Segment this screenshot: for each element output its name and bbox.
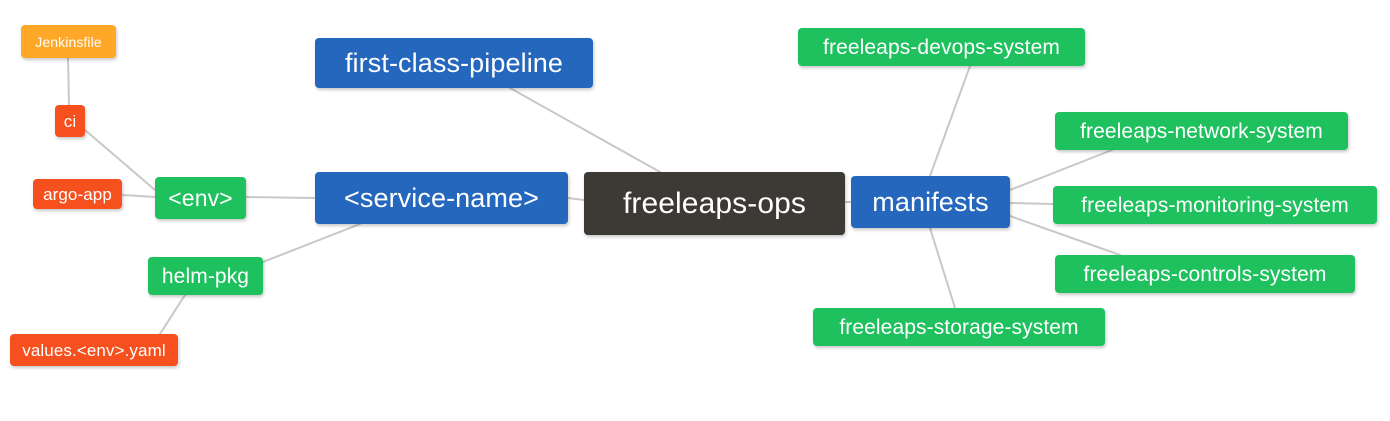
node-manifests[interactable]: manifests xyxy=(851,176,1010,228)
edge-manifests-to-freeleaps-monitoring-system xyxy=(1009,202,1054,205)
edge-service-name-to-freeleaps-ops xyxy=(567,197,585,201)
node-env[interactable]: <env> xyxy=(155,177,246,219)
node-label: freeleaps-ops xyxy=(622,186,807,220)
edge-manifests-to-freeleaps-controls-system xyxy=(1009,215,1121,256)
node-freeleaps-storage-system[interactable]: freeleaps-storage-system xyxy=(813,308,1105,346)
node-label: <service-name> xyxy=(344,182,539,213)
node-freeleaps-network-system[interactable]: freeleaps-network-system xyxy=(1055,112,1348,150)
edge-helm-pkg-to-service-name xyxy=(262,223,361,263)
node-label: ci xyxy=(63,111,77,131)
node-label: freeleaps-storage-system xyxy=(839,315,1079,339)
node-label: Jenkinsfile xyxy=(35,33,102,50)
edge-manifests-to-freeleaps-devops-system xyxy=(929,65,971,177)
node-label: <env> xyxy=(168,184,233,211)
node-service-name[interactable]: <service-name> xyxy=(315,172,568,224)
node-first-class-pipeline[interactable]: first-class-pipeline xyxy=(315,38,593,88)
node-label: freeleaps-devops-system xyxy=(823,35,1060,59)
edge-argo-app-to-env xyxy=(121,194,156,198)
edge-manifests-to-freeleaps-network-system xyxy=(1009,149,1113,191)
node-label: manifests xyxy=(872,186,989,217)
node-label: helm-pkg xyxy=(161,264,250,288)
node-label: argo-app xyxy=(43,184,112,204)
node-label: freeleaps-network-system xyxy=(1080,119,1323,143)
node-freeleaps-controls-system[interactable]: freeleaps-controls-system xyxy=(1055,255,1355,293)
node-jenkinsfile[interactable]: Jenkinsfile xyxy=(21,25,116,58)
edge-jenkinsfile-to-ci xyxy=(67,57,70,106)
node-label: values.<env>.yaml xyxy=(22,340,166,360)
node-freeleaps-devops-system[interactable]: freeleaps-devops-system xyxy=(798,28,1085,66)
edge-env-to-service-name xyxy=(245,196,316,199)
node-freeleaps-monitoring-system[interactable]: freeleaps-monitoring-system xyxy=(1053,186,1377,224)
edge-manifests-to-freeleaps-storage-system xyxy=(929,227,956,309)
edge-first-class-pipeline-to-freeleaps-ops xyxy=(509,87,661,173)
node-argo-app[interactable]: argo-app xyxy=(33,179,122,209)
node-label: freeleaps-monitoring-system xyxy=(1081,193,1349,217)
edge-ci-to-env xyxy=(84,129,156,191)
edge-values-yaml-to-helm-pkg xyxy=(159,294,186,335)
node-label: first-class-pipeline xyxy=(344,47,564,78)
node-values-yaml[interactable]: values.<env>.yaml xyxy=(10,334,178,366)
node-helm-pkg[interactable]: helm-pkg xyxy=(148,257,263,295)
node-ci[interactable]: ci xyxy=(55,105,85,137)
node-freeleaps-ops[interactable]: freeleaps-ops xyxy=(584,172,845,235)
node-label: freeleaps-controls-system xyxy=(1083,262,1327,286)
